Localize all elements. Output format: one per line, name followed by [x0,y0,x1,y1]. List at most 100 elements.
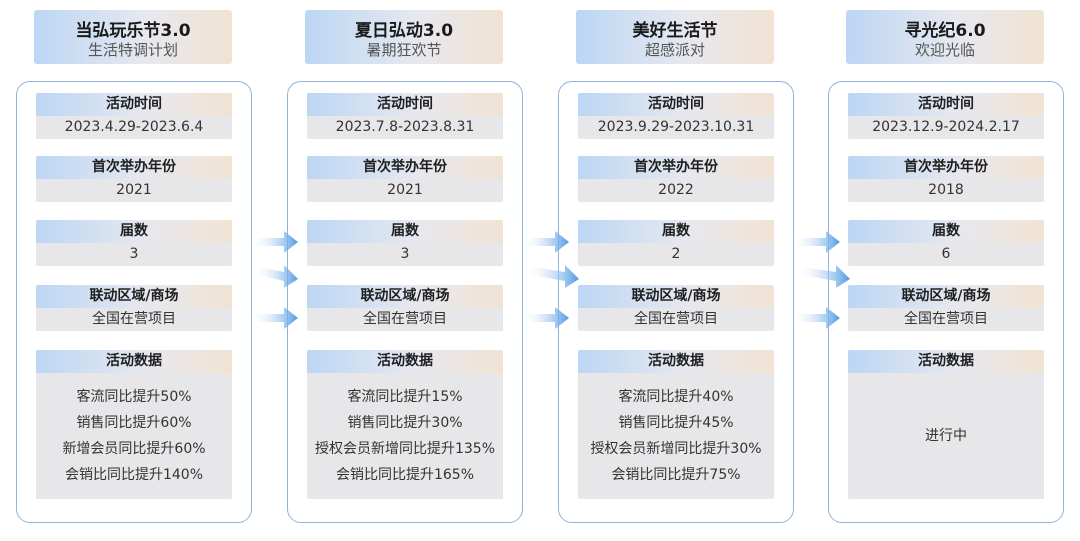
field-label: 首次举办年份 [848,156,1044,179]
field-value: 3 [307,243,503,266]
field-value: 全国在营项目 [848,308,1044,331]
data-line: 新增会员同比提升60% [62,441,206,457]
arrow-right-icon [250,307,298,329]
field-label: 联动区域/商场 [307,285,503,308]
arrow-right-icon [254,265,298,288]
flow-arrows-2-3 [521,231,579,329]
campaign-title: 当弘玩乐节3.0 [75,21,191,41]
campaign-card: 活动时间 2023.9.29-2023.10.31 首次举办年份 2022 届数… [558,81,794,523]
field-value: 全国在营项目 [578,308,774,331]
field-value: 2021 [36,179,232,202]
campaign-subtitle: 暑期狂欢节 [366,41,442,59]
arrow-right-icon [521,307,569,329]
field-activity-data: 活动数据 客流同比提升15% 销售同比提升30% 授权会员新增同比提升135% … [307,350,503,499]
campaign-column-4: 寻光纪6.0 欢迎光临 活动时间 2023.12.9-2024.2.17 首次举… [828,0,1064,541]
data-line: 客流同比提升15% [347,389,463,405]
field-label: 首次举办年份 [578,156,774,179]
arrow-right-icon [792,307,840,329]
activity-data-list: 客流同比提升40% 销售同比提升45% 授权会员新增同比提升30% 会销比同比提… [578,373,774,499]
field-session-count: 届数 6 [848,220,1044,266]
field-value: 全国在营项目 [36,308,232,331]
field-value: 2021 [307,179,503,202]
arrow-right-icon [525,265,579,288]
field-value: 2023.12.9-2024.2.17 [848,116,1044,139]
activity-data-list: 进行中 [848,373,1044,499]
campaign-column-3: 美好生活节 超感派对 活动时间 2023.9.29-2023.10.31 首次举… [558,0,794,541]
field-label: 活动时间 [307,93,503,116]
field-label: 届数 [36,220,232,243]
field-label: 届数 [848,220,1044,243]
data-line: 授权会员新增同比提升135% [314,441,496,457]
field-label: 联动区域/商场 [578,285,774,308]
data-line: 销售同比提升30% [347,415,463,431]
arrow-right-icon [792,231,840,253]
field-activity-time: 活动时间 2023.4.29-2023.6.4 [36,93,232,139]
field-activity-data: 活动数据 客流同比提升50% 销售同比提升60% 新增会员同比提升60% 会销比… [36,350,232,499]
field-value: 6 [848,243,1044,266]
field-label: 首次举办年份 [307,156,503,179]
campaign-card: 活动时间 2023.7.8-2023.8.31 首次举办年份 2021 届数 3… [287,81,523,523]
field-label: 活动数据 [307,350,503,373]
field-first-year: 首次举办年份 2021 [36,156,232,202]
field-first-year: 首次举办年份 2018 [848,156,1044,202]
field-first-year: 首次举办年份 2021 [307,156,503,202]
campaign-header: 美好生活节 超感派对 [576,10,774,64]
field-label: 活动时间 [578,93,774,116]
field-session-count: 届数 2 [578,220,774,266]
campaign-column-2: 夏日弘动3.0 暑期狂欢节 活动时间 2023.7.8-2023.8.31 首次… [287,0,523,541]
data-line: 销售同比提升60% [76,415,192,431]
field-label: 联动区域/商场 [848,285,1044,308]
activity-data-list: 客流同比提升50% 销售同比提升60% 新增会员同比提升60% 会销比同比提升1… [36,373,232,499]
field-session-count: 届数 3 [36,220,232,266]
field-value: 2023.9.29-2023.10.31 [578,116,774,139]
data-line: 会销比同比提升165% [335,467,475,483]
field-activity-data: 活动数据 客流同比提升40% 销售同比提升45% 授权会员新增同比提升30% 会… [578,350,774,499]
field-value: 2023.7.8-2023.8.31 [307,116,503,139]
campaign-title: 寻光纪6.0 [904,21,986,41]
campaign-subtitle: 生活特调计划 [87,41,178,59]
campaign-title: 美好生活节 [632,21,718,41]
field-label: 届数 [307,220,503,243]
data-line: 客流同比提升40% [618,389,734,405]
activity-data-list: 客流同比提升15% 销售同比提升30% 授权会员新增同比提升135% 会销比同比… [307,373,503,499]
field-value: 2018 [848,179,1044,202]
arrow-right-icon [796,265,850,288]
field-label: 活动时间 [36,93,232,116]
data-line: 销售同比提升45% [618,415,734,431]
arrow-right-icon [250,231,298,253]
field-label: 活动数据 [578,350,774,373]
field-activity-time: 活动时间 2023.7.8-2023.8.31 [307,93,503,139]
campaign-subtitle: 超感派对 [644,41,705,59]
field-label: 届数 [578,220,774,243]
data-line: 授权会员新增同比提升30% [590,441,762,457]
campaign-card: 活动时间 2023.4.29-2023.6.4 首次举办年份 2021 届数 3… [16,81,252,523]
field-activity-data: 活动数据 进行中 [848,350,1044,499]
field-linked-area: 联动区域/商场 全国在营项目 [848,285,1044,331]
campaign-header: 当弘玩乐节3.0 生活特调计划 [34,10,232,64]
data-line: 会销比同比提升140% [64,467,204,483]
field-label: 首次举办年份 [36,156,232,179]
field-session-count: 届数 3 [307,220,503,266]
data-line: 进行中 [925,428,967,444]
arrow-right-icon [521,231,569,253]
field-activity-time: 活动时间 2023.9.29-2023.10.31 [578,93,774,139]
field-linked-area: 联动区域/商场 全国在营项目 [36,285,232,331]
campaign-title: 夏日弘动3.0 [354,21,454,41]
data-line: 会销比同比提升75% [611,467,741,483]
field-value: 3 [36,243,232,266]
field-label: 活动数据 [848,350,1044,373]
data-line: 客流同比提升50% [76,389,192,405]
field-label: 活动数据 [36,350,232,373]
field-value: 2 [578,243,774,266]
field-first-year: 首次举办年份 2022 [578,156,774,202]
campaign-header: 夏日弘动3.0 暑期狂欢节 [305,10,503,64]
field-label: 联动区域/商场 [36,285,232,308]
campaign-subtitle: 欢迎光临 [914,41,975,59]
field-value: 2022 [578,179,774,202]
field-value: 全国在营项目 [307,308,503,331]
campaign-column-1: 当弘玩乐节3.0 生活特调计划 活动时间 2023.4.29-2023.6.4 … [16,0,252,541]
campaign-card: 活动时间 2023.12.9-2024.2.17 首次举办年份 2018 届数 … [828,81,1064,523]
field-value: 2023.4.29-2023.6.4 [36,116,232,139]
flow-arrows-1-2 [250,231,298,329]
field-activity-time: 活动时间 2023.12.9-2024.2.17 [848,93,1044,139]
